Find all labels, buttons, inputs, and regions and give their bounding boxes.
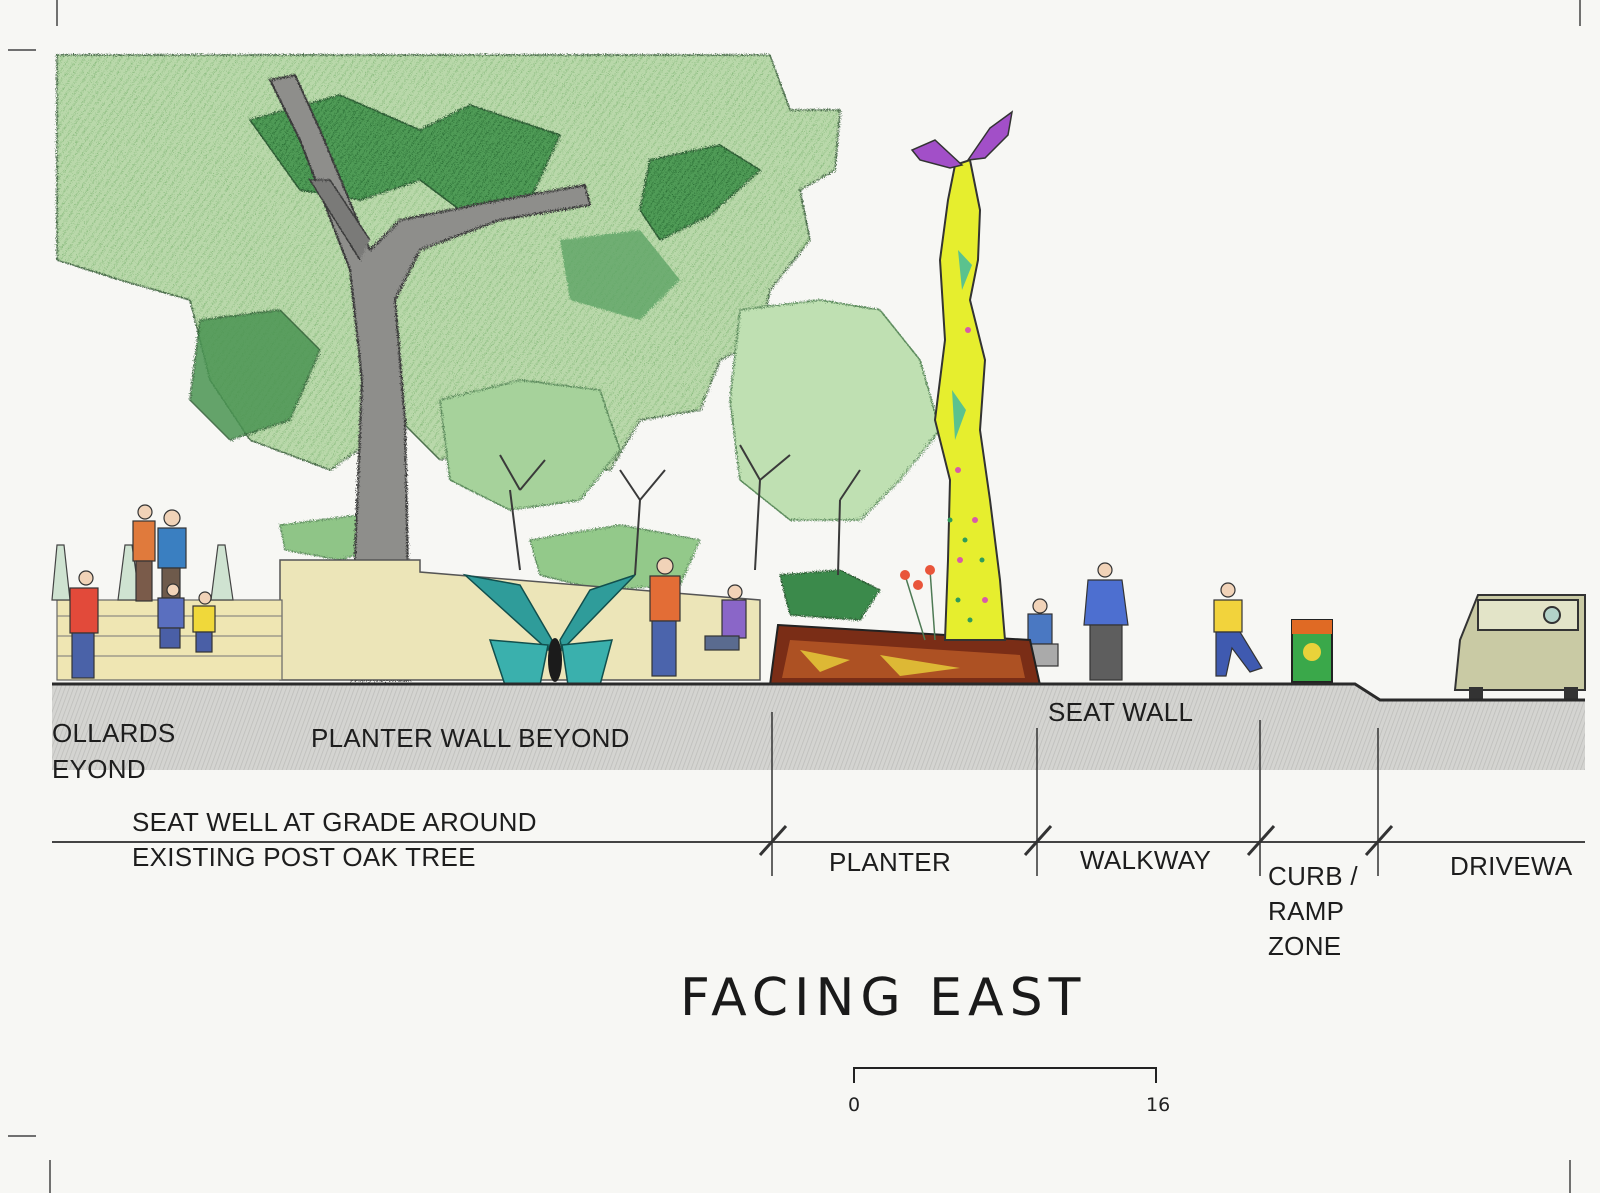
dimension-lines bbox=[758, 712, 1394, 876]
label-planter: PLANTER bbox=[829, 847, 952, 877]
label-walkway: WALKWAY bbox=[1080, 845, 1212, 875]
sculpture bbox=[910, 110, 1014, 641]
ground-section bbox=[52, 682, 1585, 843]
butterfly-bench bbox=[462, 573, 636, 686]
crop-marks bbox=[8, 0, 1581, 1193]
post-oak-trunk bbox=[268, 73, 592, 681]
label-seat-well-line1: SEAT WELL AT GRADE AROUND bbox=[132, 807, 537, 837]
label-planter-wall-beyond: PLANTER WALL BEYOND bbox=[311, 723, 630, 753]
label-bollards-line1: OLLARDS bbox=[52, 718, 176, 748]
car bbox=[1453, 594, 1586, 703]
scale-start-label: 0 bbox=[848, 1094, 861, 1116]
label-curb-line1: CURB / bbox=[1268, 861, 1358, 891]
label-bollards-line2: EYOND bbox=[52, 754, 146, 784]
label-seat-wall: SEAT WALL bbox=[1048, 697, 1194, 727]
scale-end-label: 16 bbox=[1146, 1094, 1171, 1116]
drawing-title: FACING EAST bbox=[680, 968, 1087, 1028]
trash-receptacle bbox=[1291, 619, 1333, 683]
label-curb-line3: ZONE bbox=[1268, 931, 1342, 961]
background-trees bbox=[279, 299, 941, 621]
people bbox=[69, 504, 1263, 681]
label-curb-line2: RAMP bbox=[1268, 896, 1345, 926]
tree-trunks bbox=[499, 444, 861, 576]
label-driveway: DRIVEWA bbox=[1450, 851, 1573, 881]
label-seat-well-line2: EXISTING POST OAK TREE bbox=[132, 842, 476, 872]
scale-bar bbox=[853, 1067, 1157, 1083]
